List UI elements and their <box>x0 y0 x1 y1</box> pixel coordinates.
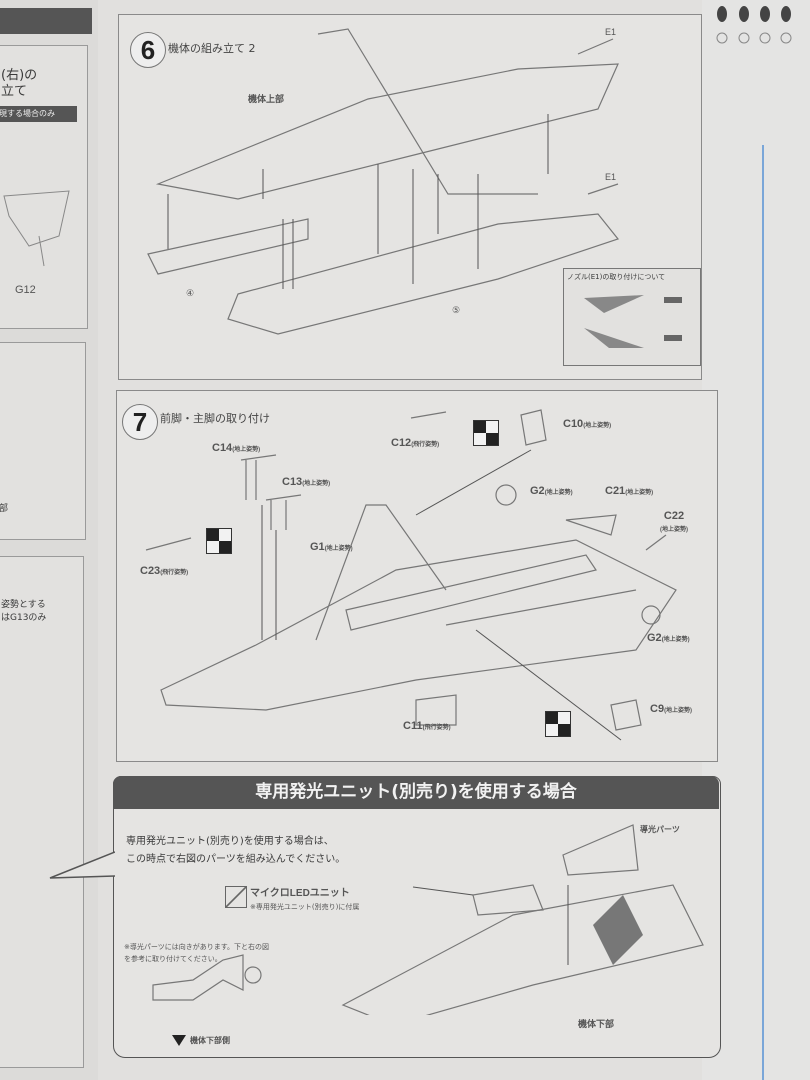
nozzle-inset-diagram <box>584 295 682 348</box>
label-e1-bottom: E1 <box>605 172 617 182</box>
label-ref-4: ④ <box>186 288 195 298</box>
left-panel-2: 部 <box>0 342 86 540</box>
step-6-assembly-diagram <box>147 28 620 335</box>
led-section-banner: 専用発光ユニット(別売り)を使用する場合 <box>113 776 719 809</box>
flight-mode-icon <box>473 420 499 446</box>
left-title-fragment-2: 立て <box>1 84 28 99</box>
led-installation-diagram <box>152 824 704 1015</box>
lower-body-label: 機体下部 <box>578 1019 615 1029</box>
left-page: (右)の 立て 現する場合のみ G12 部 姿勢とする はG13のみ <box>0 0 100 1080</box>
part-label-c13: C13(地上姿勢) <box>282 476 331 488</box>
led-body-line-2: この時点で右図のパーツを組み込んでください。 <box>126 854 346 865</box>
left-title-fragment: (右)の <box>1 68 38 83</box>
part-label-c9: C9(地上姿勢) <box>650 703 693 715</box>
part-label-c14: C14(地上姿勢) <box>212 442 261 454</box>
left-panel-1: (右)の 立て 現する場合のみ G12 <box>0 45 88 329</box>
part-label-c23: C23(飛行姿勢) <box>140 565 189 577</box>
part-label-g2-rear: G2(地上姿勢) <box>647 632 690 644</box>
down-triangle-icon <box>172 1035 186 1046</box>
left-panel-3: 姿勢とする はG13のみ <box>0 556 84 1068</box>
part-label-g2: G2(地上姿勢) <box>530 485 573 497</box>
part-label-g1: G1(地上姿勢) <box>310 541 353 553</box>
part-label-c10: C10(地上姿勢) <box>563 418 612 430</box>
nozzle-inset-title: ノズル(E1)の取り付けについて <box>567 273 666 281</box>
part-label-g12: G12 <box>15 284 36 296</box>
flight-mode-icon <box>206 528 232 554</box>
part-label-c11: C11(飛行姿勢) <box>403 720 451 732</box>
step-7-number: 7 <box>122 404 158 440</box>
step-7-title: 前脚・主脚の取り付け <box>160 412 270 425</box>
part-label-c12: C12(飛行姿勢) <box>391 437 440 449</box>
nozzle-inset: ノズル(E1)の取り付けについて <box>563 268 701 366</box>
left-note-fragment-2: はG13のみ <box>1 613 47 623</box>
led-note-line-2: を参考に取り付けてください。 <box>124 955 222 963</box>
led-unit-note: ※専用発光ユニット(別売り)に付属 <box>250 903 360 911</box>
margin-line <box>762 145 764 1080</box>
label-ref-5: ⑤ <box>452 305 461 315</box>
label-e1-top: E1 <box>605 27 617 37</box>
left-note-banner: 現する場合のみ <box>0 106 77 122</box>
led-unit-label: マイクロLEDユニット <box>250 888 350 899</box>
led-body-line-1: 専用発光ユニット(別売り)を使用する場合は、 <box>126 836 334 847</box>
light-parts-label: 導光パーツ <box>640 825 680 834</box>
left-note-fragment-1: 姿勢とする <box>1 600 46 610</box>
left-label-fragment: 部 <box>0 504 9 514</box>
led-note-line-1: ※導光パーツには向きがあります。下と右の図 <box>124 943 270 951</box>
left-header-bar <box>0 8 92 34</box>
part-label-c22: C22(地上姿勢) <box>660 510 688 533</box>
lower-side-label: 機体下部側 <box>190 1036 230 1045</box>
separately-sold-icon <box>225 886 247 908</box>
step-6-number: 6 <box>130 32 166 68</box>
flight-mode-icon <box>545 711 571 737</box>
step-7-landing-gear-diagram <box>145 409 677 741</box>
left-part-drawing <box>3 190 70 267</box>
spiral-binding-holes <box>716 6 792 44</box>
step-7-panel <box>116 390 718 762</box>
step-6-title: 機体の組み立て 2 <box>168 42 256 55</box>
part-label-c21: C21(地上姿勢) <box>605 485 654 497</box>
label-upper-body: 機体上部 <box>248 94 285 104</box>
callout-pointer <box>49 851 115 879</box>
